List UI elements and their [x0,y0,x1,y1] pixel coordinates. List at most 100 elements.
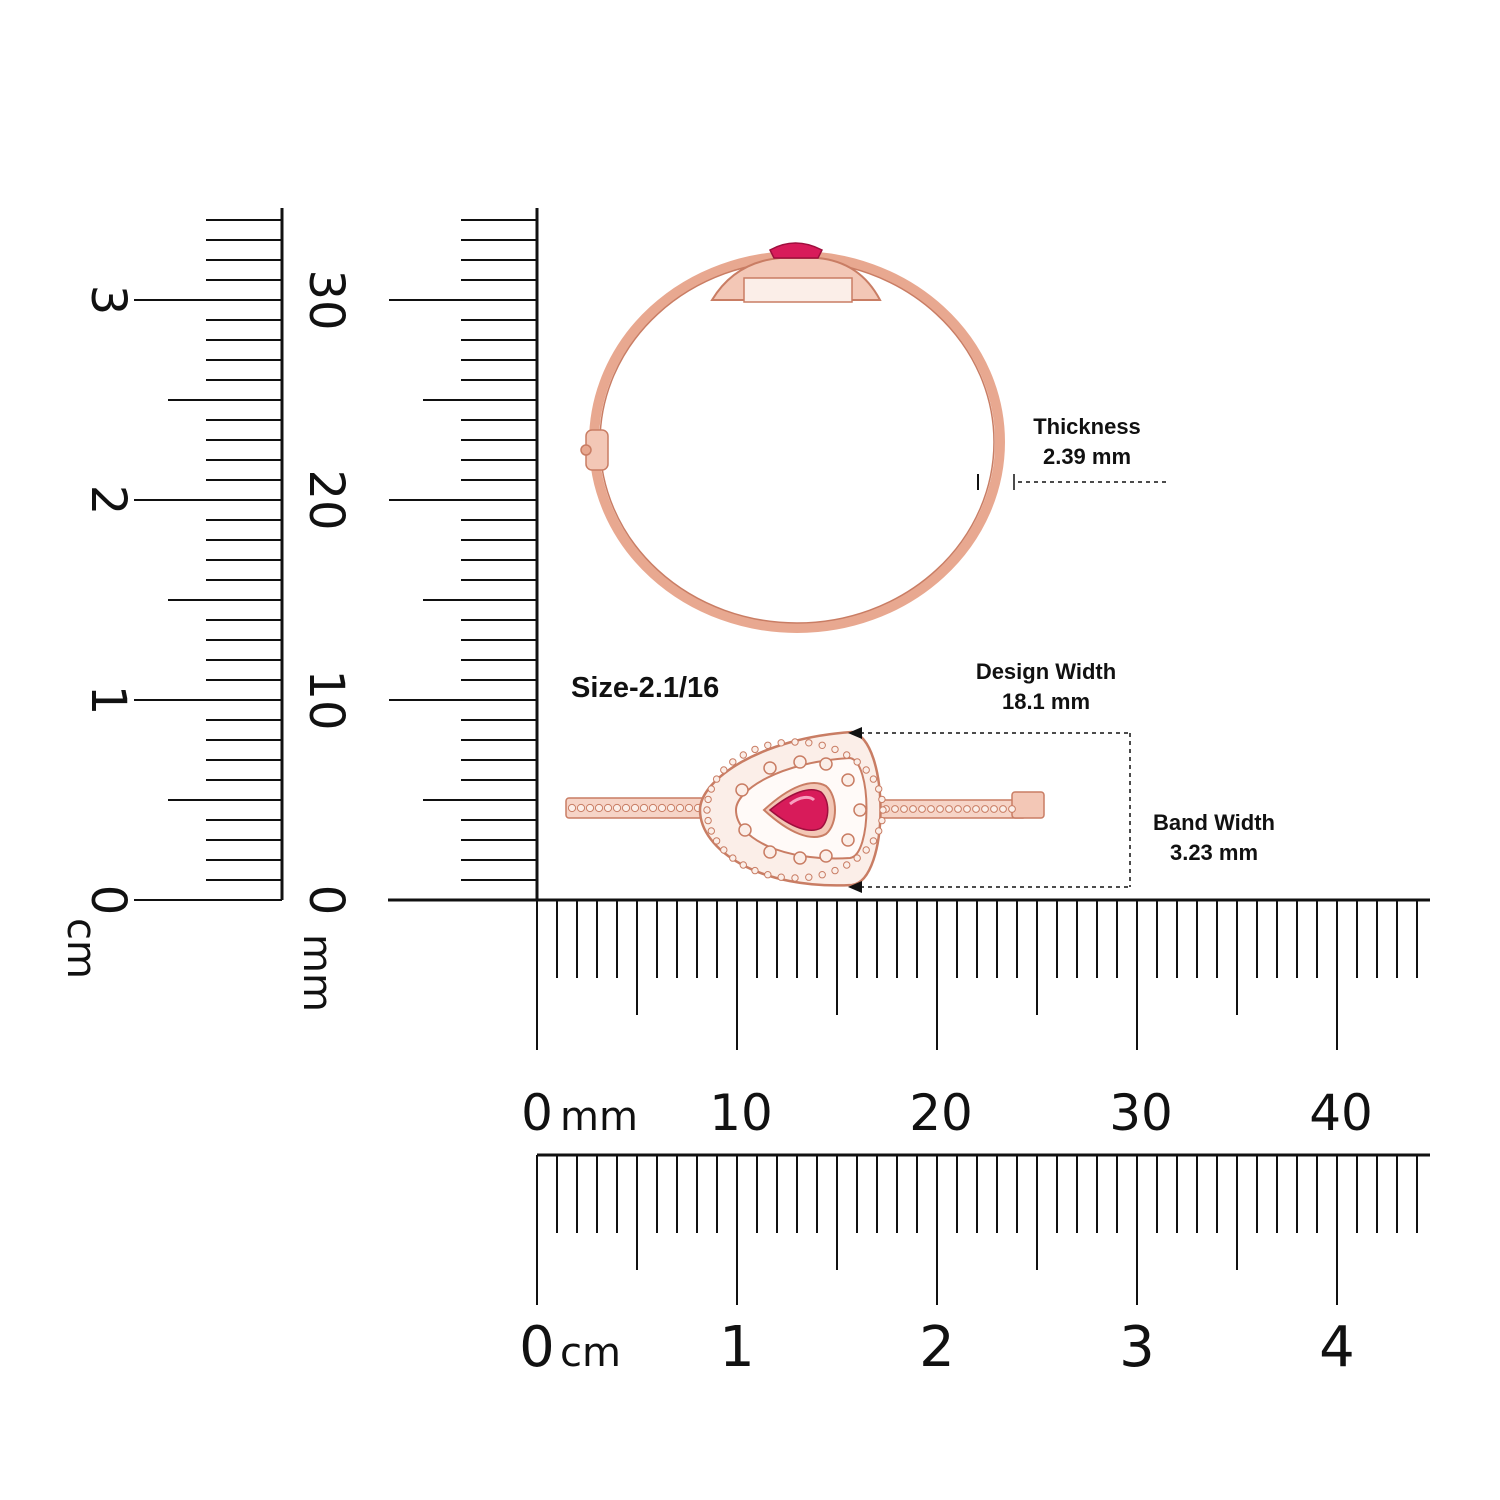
band-stone [963,805,971,813]
band-stone [657,803,667,813]
frame-stone [751,745,759,754]
band-stone [936,805,944,813]
frame-stone [869,775,878,783]
accent-stone [735,783,749,797]
horizontal-cm-label: 1 [719,1315,755,1380]
band-stone [612,803,622,813]
vertical-mm-label: 10 [298,669,354,730]
frame-stone [739,861,747,869]
band-stone [675,803,685,813]
frame-stone [764,741,772,749]
frame-stone [729,758,737,766]
band-clasp [1011,791,1045,819]
thickness-label: Thickness [1033,414,1141,439]
bangle-side-view [580,242,1005,633]
band-stone [918,805,926,813]
frame-stone [818,741,826,749]
ruby-highlight [789,795,816,806]
width-annotation: Design Width 18.1 mm Band Width 3.23 mm [848,659,1275,893]
band-stone [585,803,595,813]
frame-stone [843,751,851,759]
horizontal-mm-label: 0 [521,1084,553,1142]
accent-stone [841,833,855,847]
horizontal-cm-unit: cm [560,1330,621,1376]
arrowhead-top [848,727,862,739]
frame-stone [704,816,712,825]
frame-stone [805,739,813,747]
design-width-label: Design Width [976,659,1116,684]
design-width-value: 18.1 mm [1002,689,1090,714]
bangle-inner-edge [599,260,995,624]
accent-stone [853,803,867,817]
band-stone [945,805,953,813]
frame-stone [879,806,887,814]
band-stone [639,803,649,813]
band-width-value: 3.23 mm [1170,840,1258,865]
horizontal-mm-label: 10 [709,1084,773,1142]
frame-stone [853,854,861,862]
band-stone [909,805,917,813]
frame-stone [831,745,839,754]
horizontal-mm-label: 30 [1109,1084,1173,1142]
band-stone [594,803,604,813]
accent-stone [763,845,777,859]
horizontal-mm-label: 20 [909,1084,973,1142]
horizontal-cm-label: 0 [519,1315,555,1380]
frame-stone [764,871,772,879]
frame-stone [791,874,799,882]
vertical-mm-label: 20 [298,469,354,530]
vertical-mm-label: 30 [298,269,354,330]
thickness-annotation: Thickness 2.39 mm [977,414,1170,490]
accent-stone [819,849,833,863]
band-stone [891,805,899,813]
frame-stone [712,775,721,783]
vertical-cm-label: 1 [80,685,136,716]
frame-stone [869,837,878,845]
horizontal-cm-label: 4 [1319,1315,1355,1380]
horizontal-mm-label: 40 [1309,1084,1373,1142]
band-stone [900,805,908,813]
band-stone [927,805,935,813]
vertical-mm-label: 0 [298,885,354,916]
band-stone [999,805,1007,813]
band-width-label: Band Width [1153,810,1275,835]
accent-stone [841,773,855,787]
frame-stone [712,837,721,845]
vertical-mm-ruler: 0 10 20 30 mm [294,208,539,1012]
frame-stone [707,827,715,835]
frame-stone [720,846,728,854]
band-stone [684,803,694,813]
horizontal-mm-unit: mm [560,1094,638,1140]
bangle-outline [589,251,1005,633]
gem-top [769,242,824,259]
frame-stone [791,738,799,746]
band-stone [666,803,676,813]
frame-stone [777,873,785,881]
band-stone [567,803,577,813]
accent-stone [738,823,752,837]
size-label: Size-2.1/16 [571,672,719,704]
frame-stone [704,795,712,804]
frame-stone [751,866,759,875]
frame-stone [739,751,747,759]
frame-stone [729,854,737,862]
vertical-cm-label: 0 [80,885,136,916]
vertical-mm-unit: mm [294,934,340,1012]
frame-stone [875,827,883,835]
frame-stone [777,739,785,747]
accent-stone [819,757,833,771]
horizontal-cm-label: 2 [919,1315,955,1380]
frame-stone [720,766,728,774]
vertical-cm-label: 2 [80,485,136,516]
band-stone [972,805,980,813]
clasp-pin [580,444,592,456]
frame-stone [878,795,886,804]
accent-stone [763,761,777,775]
horizontal-cm-label: 3 [1119,1315,1155,1380]
band-stone [648,803,658,813]
frame-stone [862,846,870,854]
frame-stone [707,785,715,793]
band-stone [981,805,989,813]
